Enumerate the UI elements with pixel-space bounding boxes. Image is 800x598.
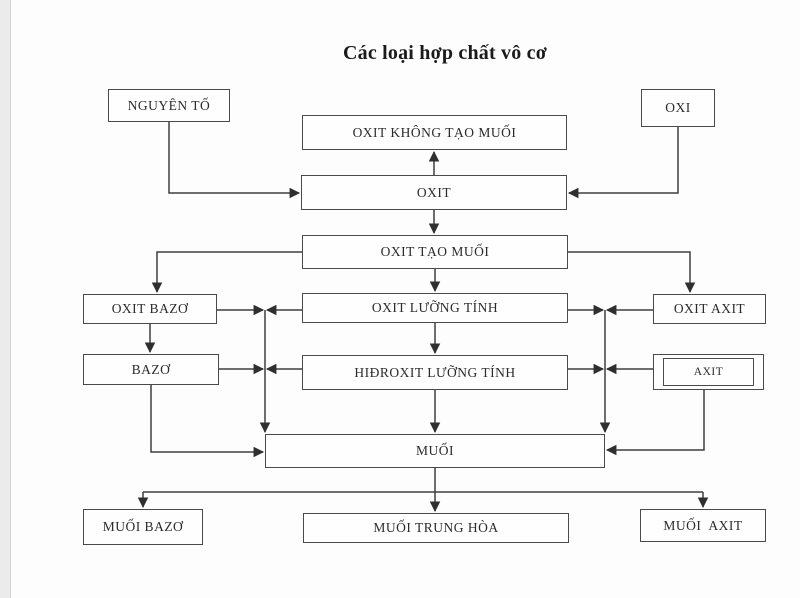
edge-axit-muoi bbox=[605, 390, 705, 456]
node-muoi-bazo: MUỐI BAZƠ bbox=[83, 509, 203, 545]
edge-taomuoi-oxitaxit bbox=[568, 251, 696, 294]
node-oxi: OXI bbox=[641, 89, 715, 127]
node-bazo: BAZƠ bbox=[83, 354, 219, 385]
edge-nguyento-oxit bbox=[168, 122, 301, 199]
edge-taomuoi-oxitbazo bbox=[151, 251, 302, 294]
page-left-margin bbox=[0, 0, 11, 598]
node-muoi-trung-hoa: MUỐI TRUNG HÒA bbox=[303, 513, 569, 543]
node-oxit-khong-tao-muoi: OXIT KHÔNG TẠO MUỐI bbox=[302, 115, 567, 150]
node-oxit-luong-tinh: OXIT LƯỠNG TÍNH bbox=[302, 293, 568, 323]
node-oxit-bazo: OXIT BAZƠ bbox=[83, 294, 217, 324]
node-oxit: OXIT bbox=[301, 175, 567, 210]
node-oxit-tao-muoi: OXIT TẠO MUỐI bbox=[302, 235, 568, 269]
node-axit: AXIT bbox=[653, 354, 764, 390]
node-muoi-axit: MUỐI AXIT bbox=[640, 509, 766, 542]
node-nguyen-to: NGUYÊN TỐ bbox=[108, 89, 230, 122]
node-axit-inner-box: AXIT bbox=[663, 358, 754, 386]
node-hidroxit-luong-tinh: HIĐROXIT LƯỠNG TÍNH bbox=[302, 355, 568, 390]
edge-oxi-oxit bbox=[567, 127, 679, 199]
node-oxit-axit: OXIT AXIT bbox=[653, 294, 766, 324]
node-muoi: MUỐI bbox=[265, 434, 605, 468]
diagram-title: Các loại hợp chất vô cơ bbox=[343, 42, 547, 64]
edge-bazo-muoi bbox=[150, 385, 265, 458]
